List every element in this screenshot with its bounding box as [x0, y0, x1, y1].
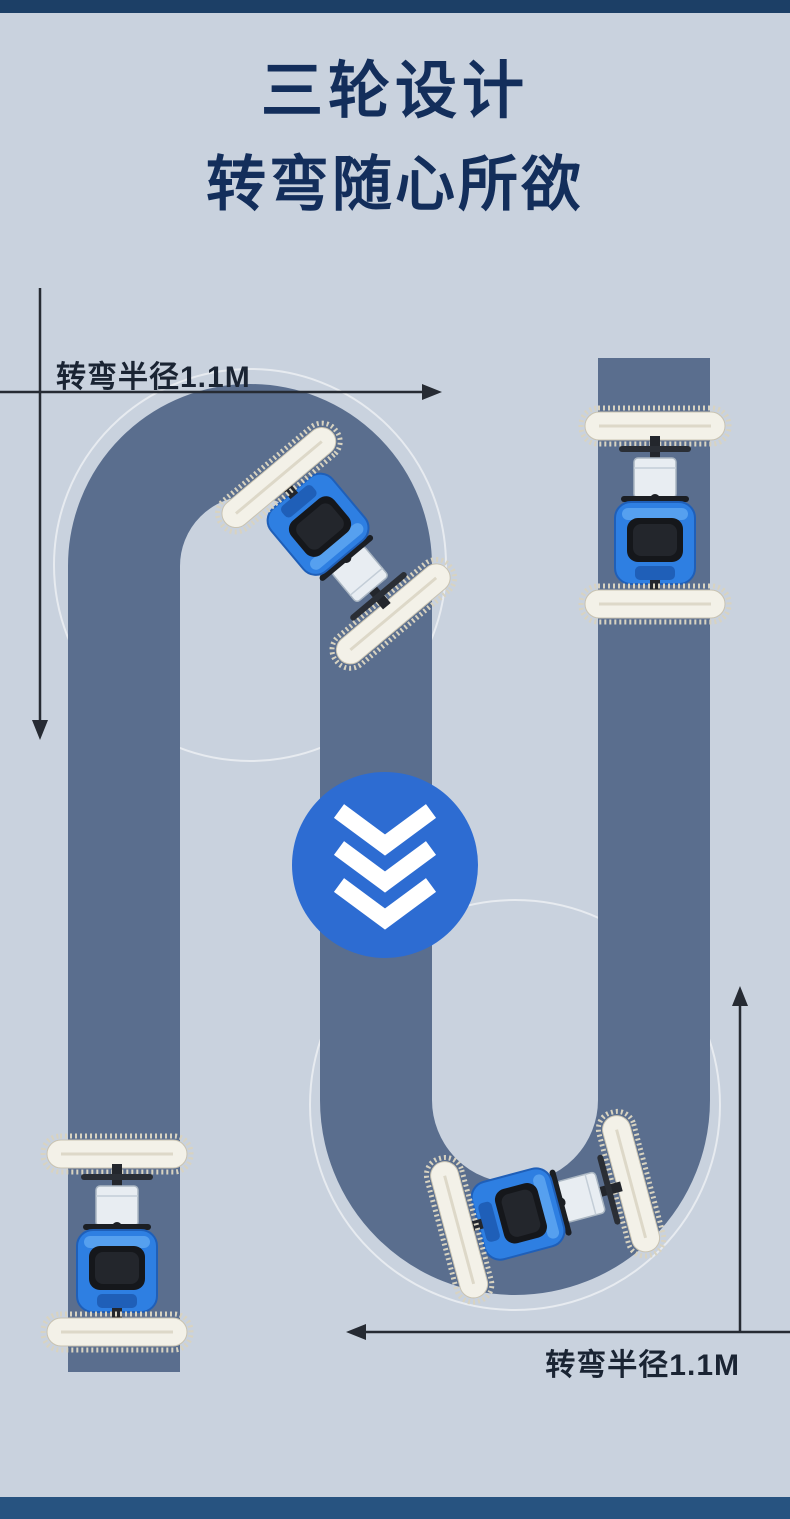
bottom-accent-bar	[0, 1497, 790, 1519]
bottom-turn-guide-circle	[309, 899, 721, 1311]
page-title: 三轮设计	[260, 57, 529, 126]
arrow-up-icon	[732, 986, 748, 1006]
top-accent-bar	[0, 0, 790, 13]
triple-chevron-down-icon	[333, 804, 437, 930]
radius-measure-arrows	[0, 288, 790, 1340]
direction-badge	[292, 772, 478, 958]
radius-label-bottom: 转弯半径1.1M	[545, 1349, 740, 1382]
badge-circle	[292, 772, 478, 958]
page-subtitle: 转弯随心所欲	[206, 151, 584, 219]
arrow-right-icon	[422, 384, 442, 400]
arrow-down-icon	[32, 720, 48, 740]
radius-label-top: 转弯半径1.1M	[56, 361, 251, 394]
header: 三轮设计 转弯随心所欲	[0, 57, 790, 219]
arrow-left-icon	[346, 1324, 366, 1340]
